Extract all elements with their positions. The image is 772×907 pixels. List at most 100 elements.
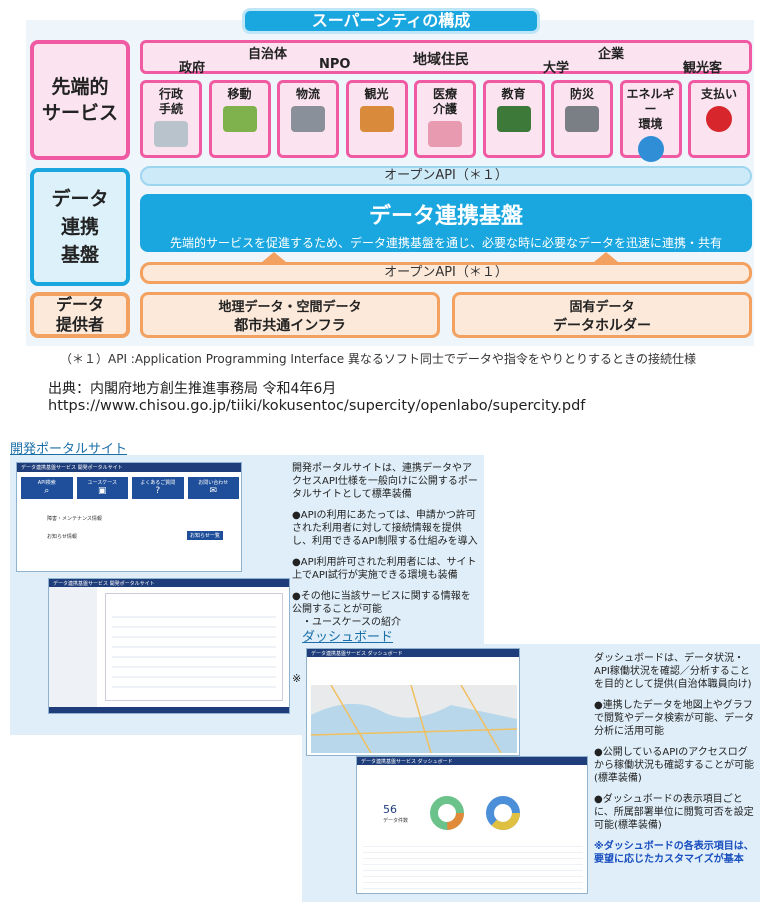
yen-coin-icon bbox=[706, 106, 732, 132]
arrow-up-icon bbox=[262, 252, 286, 262]
actor: 地域住民 bbox=[413, 52, 469, 68]
service-label: 移動 bbox=[227, 87, 252, 101]
backpack-icon bbox=[565, 106, 599, 132]
bus-icon: ▣ bbox=[97, 486, 107, 496]
service-box: 移動 bbox=[208, 80, 271, 158]
service-label: 行政 手続 bbox=[158, 87, 183, 116]
menu-usecase[interactable]: ユースケース▣ bbox=[76, 477, 128, 499]
provider-line: 都市共通インフラ bbox=[234, 318, 346, 334]
shot-title: データ連携基盤サービス ダッシュボード bbox=[311, 651, 403, 657]
portal-screenshot-1: データ連携基盤サービス 開発ポータルサイト API検索⌕ ユースケース▣ よくあ… bbox=[16, 462, 242, 572]
portal-heading-link[interactable]: 開発ポータルサイト bbox=[10, 442, 128, 457]
service-box: 行政 手続 bbox=[140, 80, 202, 158]
data-count-label: データ件数 bbox=[383, 818, 409, 824]
shot-title: データ連携基盤サービス ダッシュボード bbox=[361, 759, 453, 765]
portal-description: 開発ポータルサイトは、連携データやアクセスAPI仕様を一般向けに公開するポータル… bbox=[292, 462, 480, 629]
actors-bar: 自治体 政府 NPO 地域住民 大学 企業 観光客 bbox=[140, 40, 752, 76]
portal-note-mark: ※ bbox=[292, 672, 302, 685]
service-box: エネルギー 環境 bbox=[619, 80, 682, 162]
actor: 大学 bbox=[543, 61, 570, 76]
core-title: データ連携基盤 bbox=[368, 204, 523, 229]
portal-bullet: ●その他に当該サービスに関する情報を公開することが可能 ・ユースケースの紹介 bbox=[292, 591, 471, 628]
provider-holder: 固有データ データホルダー bbox=[452, 292, 752, 338]
bus-icon bbox=[222, 106, 257, 132]
donut-chart-2 bbox=[486, 796, 520, 830]
arrow-connectors bbox=[262, 252, 618, 262]
service-box: 教育 bbox=[482, 80, 545, 158]
question-icon: ? bbox=[155, 486, 161, 496]
shot-sidebar bbox=[49, 587, 97, 707]
dashboard-bullet: ●ダッシュボードの表示項目ごとに、所属部署単位に閲覧可否を設定可能(標準装備) bbox=[594, 794, 754, 831]
road-lines bbox=[310, 684, 518, 754]
source-url[interactable]: https://www.chisou.go.jp/tiiki/kokusento… bbox=[48, 398, 586, 414]
menu-faq[interactable]: よくあるご質問? bbox=[132, 477, 184, 499]
label-data-integration: データ 連携 基盤 bbox=[30, 168, 130, 286]
actor: 自治体 bbox=[248, 47, 288, 62]
shot-title: データ連携基盤サービス 開発ポータルサイト bbox=[53, 581, 155, 587]
actor: NPO bbox=[319, 57, 351, 72]
pagoda-icon bbox=[359, 106, 394, 132]
provider-line: データホルダー bbox=[553, 318, 651, 334]
actor: 政府 bbox=[179, 61, 206, 76]
service-box: 支払い bbox=[688, 80, 750, 158]
service-label: 防災 bbox=[569, 87, 594, 101]
provider-line: 固有データ bbox=[569, 300, 635, 315]
core-subtitle: 先端的サービスを促進するため、データ連携基盤を通じ、必要な時に必要なデータを迅速… bbox=[169, 236, 722, 250]
service-box: 防災 bbox=[551, 80, 613, 158]
notice-list-button[interactable]: お知らせ一覧 bbox=[187, 531, 223, 540]
portal-menu: API検索⌕ ユースケース▣ よくあるご質問? お問い合わせ✉ bbox=[21, 477, 239, 499]
shot-form bbox=[105, 593, 283, 701]
portal-screenshot-2: データ連携基盤サービス 開発ポータルサイト bbox=[48, 578, 290, 714]
provider-infra: 地理データ・空間データ 都市共通インフラ bbox=[140, 292, 440, 338]
data-integration-core: データ連携基盤 先端的サービスを促進するため、データ連携基盤を通じ、必要な時に必… bbox=[140, 194, 752, 252]
mail-icon: ✉ bbox=[209, 486, 218, 496]
dashboard-heading-link[interactable]: ダッシュボード bbox=[302, 630, 394, 645]
open-api-bottom: オープンAPI（＊１） bbox=[140, 262, 752, 284]
data-table bbox=[363, 841, 583, 889]
search-icon: ⌕ bbox=[44, 486, 50, 496]
diagram-title: スーパーシティの構成 bbox=[242, 8, 540, 34]
actor: 観光客 bbox=[683, 61, 723, 76]
envelope-icon bbox=[154, 121, 188, 147]
provider-line: 地理データ・空間データ bbox=[218, 300, 362, 315]
shot-title: データ連携基盤サービス 開発ポータルサイト bbox=[21, 465, 123, 471]
notice-info: お知らせ情報 bbox=[47, 534, 77, 540]
dashboard-bullet: ●連携したデータを地図上やグラフで閲覧やデータ検索が可能、データ分析に活用可能 bbox=[594, 700, 754, 737]
service-label: 教育 bbox=[501, 87, 526, 101]
service-label: エネルギー 環境 bbox=[626, 87, 675, 131]
dashboard-note: ※ダッシュボードの各表示項目は、要望に応じたカスタマイズが基本 bbox=[594, 841, 754, 865]
dashboard-description: ダッシュボードは、データ状況・API稼働状況を確認／分析することを目的として提供… bbox=[594, 652, 756, 866]
portal-bullet: ●APIの利用にあたっては、申請かつ許可された利用者に対して接続情報を提供し、利… bbox=[292, 510, 478, 547]
dashboard-screenshot-2: データ連携基盤サービス ダッシュボード 56 データ件数 bbox=[356, 756, 588, 894]
service-box: 観光 bbox=[345, 80, 408, 158]
source-line: 出典：内閣府地方創生推進事務局 令和4年6月 bbox=[48, 381, 337, 397]
water-area bbox=[311, 703, 517, 753]
dashboard-screenshot-1: データ連携基盤サービス ダッシュボード bbox=[306, 648, 520, 756]
dashboard-intro: ダッシュボードは、データ状況・API稼働状況を確認／分析することを目的として提供… bbox=[594, 653, 752, 690]
service-label: 支払い bbox=[700, 87, 737, 101]
actor: 企業 bbox=[598, 47, 625, 62]
service-box: 物流 bbox=[277, 80, 339, 158]
portal-bullet: ●API利用許可された利用者には、サイト上でAPI試行が実施できる環境も装備 bbox=[292, 557, 477, 581]
data-count: 56 bbox=[383, 803, 397, 816]
label-data-provider: データ 提供者 bbox=[30, 292, 130, 338]
blackboard-icon bbox=[496, 106, 531, 132]
water-drop-icon bbox=[637, 136, 664, 162]
portal-intro: 開発ポータルサイトは、連携データやアクセスAPI仕様を一般向けに公開するポータル… bbox=[292, 463, 478, 500]
service-box: 医療 介護 bbox=[414, 80, 476, 158]
dashboard-bullet: ●公開しているAPIのアクセスログから稼働状況も確認することが可能(標準装備) bbox=[594, 747, 754, 784]
label-advanced-services: 先端的 サービス bbox=[30, 40, 130, 160]
pills-icon bbox=[428, 121, 462, 147]
donut-chart-1 bbox=[430, 796, 464, 830]
maintenance-info: 障害・メンテナンス情報 bbox=[47, 516, 102, 522]
truck-icon bbox=[291, 106, 325, 132]
api-footnote: （＊１）API :Application Programming Interfa… bbox=[60, 352, 696, 366]
service-label: 観光 bbox=[364, 87, 389, 101]
service-label: 医療 介護 bbox=[432, 87, 457, 116]
open-api-top: オープンAPI（＊１） bbox=[140, 166, 752, 186]
map-view bbox=[310, 684, 518, 754]
service-label: 物流 bbox=[295, 87, 320, 101]
menu-api-search[interactable]: API検索⌕ bbox=[21, 477, 73, 499]
arrow-up-icon bbox=[594, 252, 618, 262]
menu-contact[interactable]: お問い合わせ✉ bbox=[187, 477, 239, 499]
